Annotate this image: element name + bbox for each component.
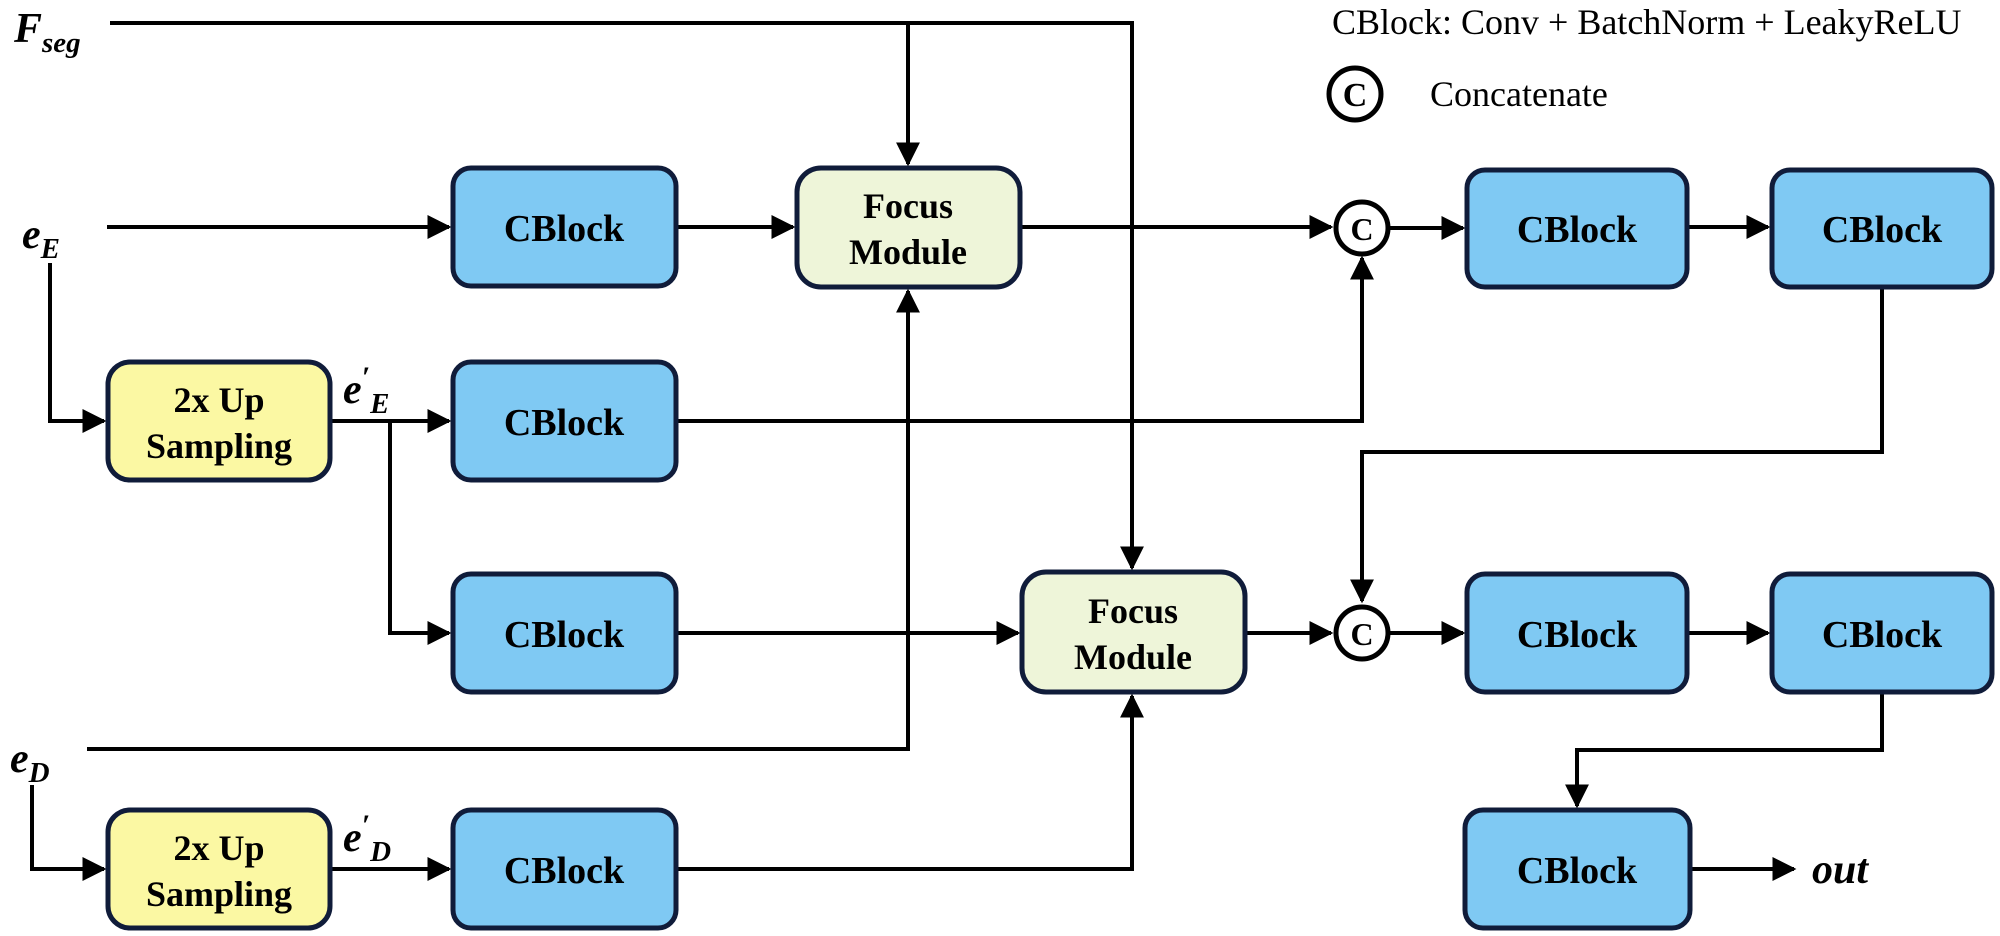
cblock-node-4: CBlock bbox=[450, 807, 679, 931]
cblock-label: CBlock bbox=[504, 850, 625, 892]
concat-node-2: C bbox=[1333, 604, 1391, 662]
cblock-label: CBlock bbox=[504, 208, 625, 250]
focus-module-box bbox=[794, 165, 1023, 290]
ed-to-focus1-edge bbox=[87, 288, 920, 751]
cblock8-to-cblock9-edge bbox=[1565, 692, 1884, 809]
cblock-box bbox=[450, 165, 679, 289]
legend-cblock-definition: CBlock: Conv + BatchNorm + LeakyReLU bbox=[1332, 2, 1962, 42]
focus-module-node-1: Focus Module bbox=[794, 165, 1023, 290]
upsampling-label-line1: 2x Up bbox=[173, 380, 264, 420]
legend-concat-symbol: C bbox=[1343, 77, 1368, 114]
focus-label-line1: Focus bbox=[863, 186, 953, 226]
focus-label-line1: Focus bbox=[1088, 591, 1178, 631]
cblock-box bbox=[1464, 571, 1690, 695]
cblock6-to-concat2-edge bbox=[1350, 287, 1884, 604]
cblock-label: CBlock bbox=[1822, 614, 1943, 656]
cblock2-to-concat1-edge bbox=[676, 255, 1374, 423]
upsampling-label-line2: Sampling bbox=[146, 874, 292, 914]
upsampling-node-d: 2x Up Sampling bbox=[105, 807, 333, 931]
cblock-label: CBlock bbox=[1822, 209, 1943, 251]
cblock-label: CBlock bbox=[504, 402, 625, 444]
cblock-node-6: CBlock bbox=[1769, 167, 1995, 290]
io-labels: Fseg eE e′E eD e′D out bbox=[10, 6, 1869, 893]
legend: CBlock: Conv + BatchNorm + LeakyReLU C C… bbox=[1326, 2, 1962, 123]
upsampling-label-line2: Sampling bbox=[146, 426, 292, 466]
cblock-label: CBlock bbox=[1517, 850, 1638, 892]
cblock-box bbox=[1769, 167, 1995, 290]
ee-to-upsample1-edge bbox=[48, 263, 107, 433]
upsampling-box bbox=[105, 359, 333, 483]
ed-to-upsample2-edge bbox=[30, 785, 107, 881]
ed-prime-label: e′D bbox=[343, 809, 391, 868]
out-label: out bbox=[1812, 847, 1869, 893]
cblock-node-2: CBlock bbox=[450, 359, 679, 483]
upsampling-box bbox=[105, 807, 333, 931]
legend-concat-icon bbox=[1326, 65, 1384, 123]
focus-label-line2: Module bbox=[1074, 637, 1192, 677]
concat-circle bbox=[1333, 199, 1391, 257]
concat-symbol: C bbox=[1350, 211, 1373, 247]
cblock-box bbox=[450, 807, 679, 931]
cblock-node-1: CBlock bbox=[450, 165, 679, 289]
legend-concat-label: Concatenate bbox=[1430, 74, 1608, 114]
cblock-label: CBlock bbox=[1517, 614, 1638, 656]
upsampling-label-line1: 2x Up bbox=[173, 828, 264, 868]
cblock-box bbox=[1769, 571, 1995, 695]
ed-label: eD bbox=[10, 736, 50, 789]
cblock-node-5: CBlock bbox=[1464, 167, 1690, 290]
fseg-top-edge bbox=[110, 21, 1144, 571]
cblock-box bbox=[450, 571, 679, 695]
fseg-label: Fseg bbox=[13, 6, 81, 59]
edges bbox=[30, 21, 1884, 881]
cblock-node-8: CBlock bbox=[1769, 571, 1995, 695]
focus-label-line2: Module bbox=[849, 232, 967, 272]
cblock-node-9: CBlock bbox=[1462, 807, 1693, 931]
cblock-box bbox=[1464, 167, 1690, 290]
cblock-box bbox=[450, 359, 679, 483]
focus-module-box bbox=[1019, 569, 1248, 695]
upsampling-node-e: 2x Up Sampling bbox=[105, 359, 333, 483]
focus-module-node-2: Focus Module bbox=[1019, 569, 1248, 695]
cblock-label: CBlock bbox=[504, 614, 625, 656]
concat-node-1: C bbox=[1333, 199, 1391, 257]
nodes: CBlock CBlock CBlock CBlock 2x Up Sampli… bbox=[105, 165, 1995, 931]
eprime-to-cblock3-edge bbox=[388, 421, 452, 645]
cblock-node-7: CBlock bbox=[1464, 571, 1690, 695]
concat-circle bbox=[1333, 604, 1391, 662]
ee-label: eE bbox=[22, 212, 60, 265]
cblock4-to-focus2-edge bbox=[676, 693, 1144, 871]
cblock-node-3: CBlock bbox=[450, 571, 679, 695]
ee-prime-label: e′E bbox=[343, 361, 389, 420]
cblock-label: CBlock bbox=[1517, 209, 1638, 251]
cblock-box bbox=[1462, 807, 1693, 931]
concat-symbol: C bbox=[1350, 616, 1373, 652]
